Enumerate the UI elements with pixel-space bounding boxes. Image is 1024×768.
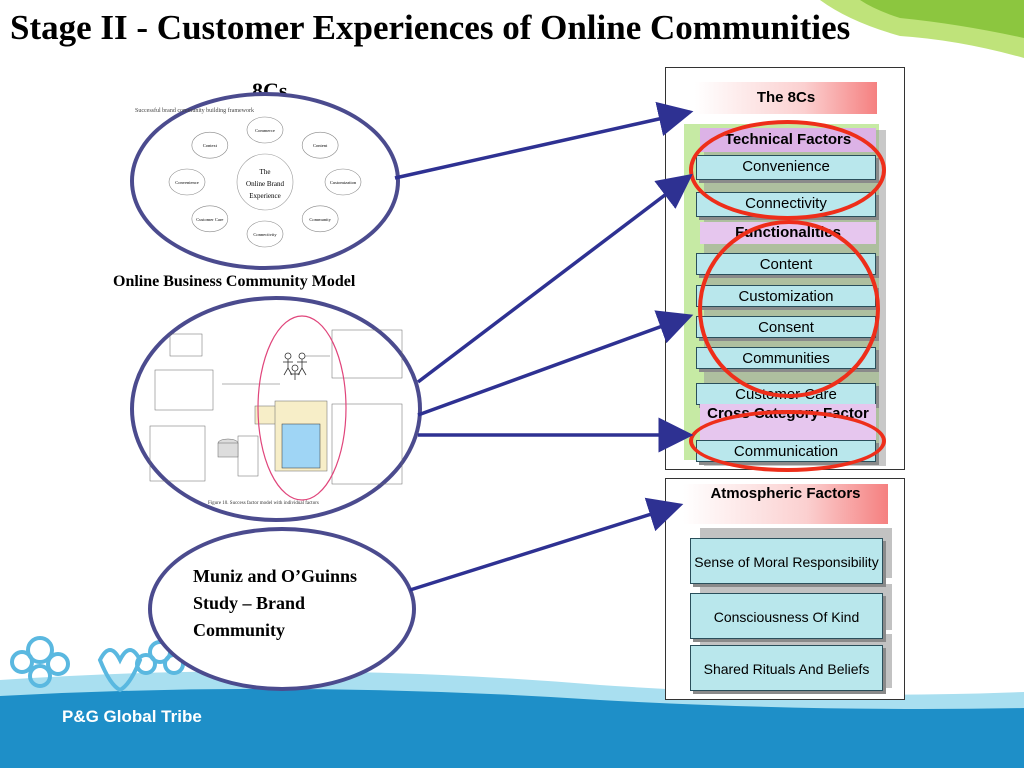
diagram-node-circle [191, 205, 229, 233]
consciousness-of-kind-item: Consciousness Of Kind [690, 593, 883, 639]
atmospheric-factors-header: Atmospheric Factors [683, 484, 888, 524]
muniz-study-oval [148, 527, 416, 691]
diagram-node-circle [301, 205, 339, 233]
diagram-node-circle [246, 116, 284, 144]
slide-title: Stage II - Customer Experiences of Onlin… [10, 8, 851, 47]
diagram-node-circle [246, 220, 284, 248]
shared-rituals-item: Shared Rituals And Beliefs [690, 645, 883, 691]
muniz-study-label: Muniz and O’Guinns Study – Brand Communi… [193, 566, 358, 640]
diagram-node-label: Context [203, 143, 218, 148]
diagram-node-circle [324, 168, 362, 196]
center-line-3: Experience [249, 192, 280, 200]
arrow-muniz-to-atmospheric [409, 497, 684, 592]
center-line-1: The [260, 168, 271, 176]
footer-label: P&G Global Tribe [62, 707, 202, 726]
community-model-diagram: Figure 10. Success factor model with ind… [149, 315, 403, 506]
diagram-hub-circle [236, 153, 294, 211]
arrow-model-to-functionalities [417, 310, 694, 417]
diagram-node-circle [301, 131, 339, 159]
eight-cs-diagram: Successful brand community building fram… [135, 107, 362, 248]
diagram-node-label: Content [313, 143, 328, 148]
diagram-node-label: Commerce [255, 128, 275, 133]
the-8cs-header: The 8Cs [695, 82, 877, 114]
highlight-functionalities-oval [698, 220, 880, 398]
arrow-8cs-to-header [394, 101, 694, 180]
center-line-2: Online Brand [246, 180, 284, 188]
diagram-node-circle [168, 168, 206, 196]
moral-responsibility-item: Sense of Moral Responsibility [690, 538, 883, 584]
eight-cs-diagram-caption: Successful brand community building fram… [135, 107, 254, 114]
model-label: Online Business Community Model [113, 273, 356, 290]
diagram-node-label: Customer Care [196, 217, 223, 222]
highlight-technical-oval [689, 120, 886, 220]
diagram-node-label: Convenience [175, 180, 199, 185]
header-swoosh [820, 0, 1024, 58]
arrow-model-to-technical [416, 173, 693, 384]
diagram-node-label: Connectivity [253, 232, 277, 237]
model-figure-caption: Figure 10. Success factor model with ind… [208, 501, 319, 506]
diagram-node-label: Community [309, 217, 331, 222]
diagram-node-label: Customization [330, 180, 357, 185]
diagram-node-circle [191, 131, 229, 159]
